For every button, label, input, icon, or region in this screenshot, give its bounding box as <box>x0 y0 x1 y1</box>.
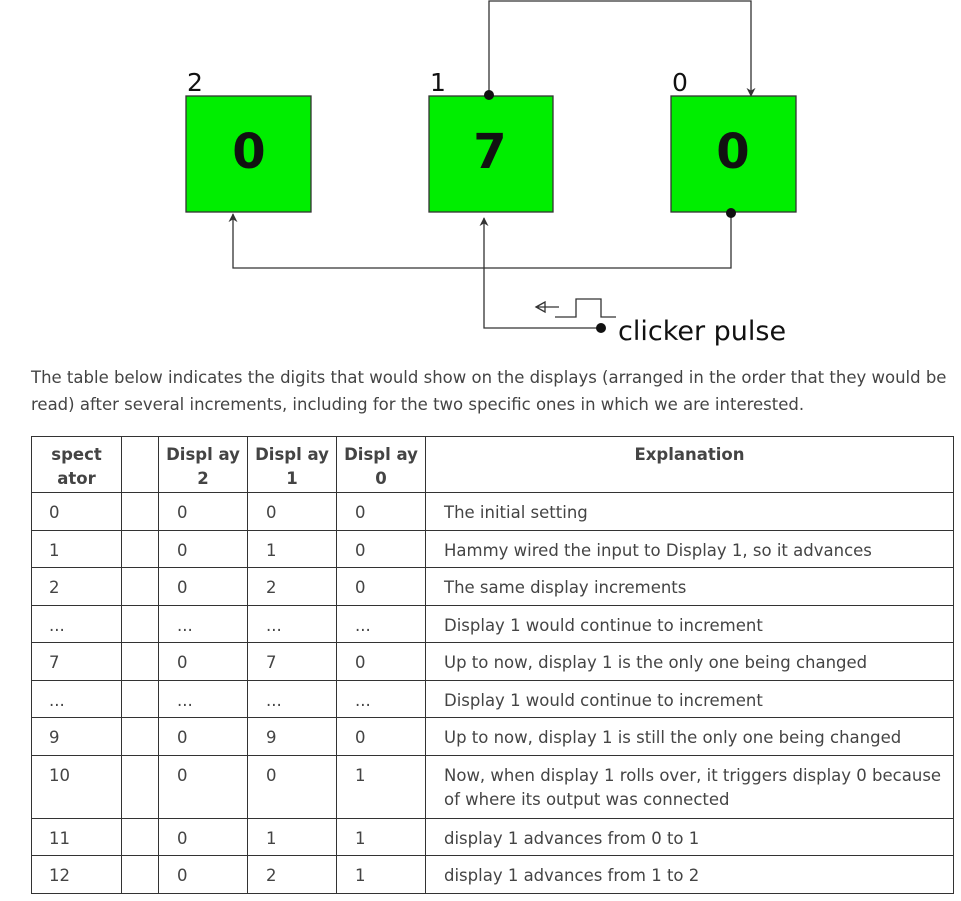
carry-dot <box>726 208 736 218</box>
cell-blank <box>121 604 159 643</box>
cell-display-1: 2 <box>247 567 337 606</box>
cell-display-2: ... <box>158 679 248 718</box>
cell-explanation: display 1 advances from 0 to 1 <box>425 817 954 856</box>
cell-spectator: 0 <box>31 492 122 531</box>
cell-display-0: 0 <box>336 529 426 568</box>
cell-display-2: 0 <box>158 817 248 856</box>
cell-display-0: 1 <box>336 754 426 819</box>
cell-spectator: 2 <box>31 567 122 606</box>
cell-display-1: 1 <box>247 817 337 856</box>
cell-spectator: 7 <box>31 642 122 681</box>
cell-display-0: ... <box>336 604 426 643</box>
header-display-2: Displ ay 2 <box>158 436 248 493</box>
cell-explanation: Display 1 would continue to increment <box>425 604 954 643</box>
cell-explanation: The initial setting <box>425 492 954 531</box>
cell-explanation: Now, when display 1 rolls over, it trigg… <box>425 754 954 819</box>
cell-display-0: 0 <box>336 567 426 606</box>
cell-blank <box>121 817 159 856</box>
cell-display-1: ... <box>247 604 337 643</box>
header-explanation: Explanation <box>425 436 954 493</box>
cell-explanation: Up to now, display 1 is still the only o… <box>425 717 954 756</box>
clicker-dot <box>596 323 606 333</box>
cell-display-2: 0 <box>158 529 248 568</box>
cell-blank <box>121 567 159 606</box>
cell-explanation: Hammy wired the input to Display 1, so i… <box>425 529 954 568</box>
cell-blank <box>121 492 159 531</box>
display-2-digit: 0 <box>232 124 265 180</box>
cell-display-1: 1 <box>247 529 337 568</box>
display-0-label: 0 <box>672 68 688 97</box>
cell-explanation: Up to now, display 1 is the only one bei… <box>425 642 954 681</box>
header-display-1: Displ ay 1 <box>247 436 337 493</box>
table-row: ............Display 1 would continue to … <box>31 679 954 718</box>
cell-spectator: ... <box>31 604 122 643</box>
cell-display-0: 1 <box>336 817 426 856</box>
cell-display-1: 0 <box>247 754 337 819</box>
cell-spectator: 11 <box>31 817 122 856</box>
cell-display-0: 0 <box>336 492 426 531</box>
cell-display-2: 0 <box>158 717 248 756</box>
cell-blank <box>121 679 159 718</box>
display-0-box <box>670 95 797 213</box>
cell-blank <box>121 754 159 819</box>
display-2-box <box>185 95 312 213</box>
pulse-arrow-icon <box>534 300 559 314</box>
cell-spectator: 10 <box>31 754 122 819</box>
table-row: ............Display 1 would continue to … <box>31 604 954 643</box>
cell-display-2: 0 <box>158 754 248 819</box>
table-header-row: spect ator Displ ay 2 Displ ay 1 Displ a… <box>31 436 954 493</box>
cell-display-0: 1 <box>336 855 426 894</box>
cell-blank <box>121 717 159 756</box>
cell-spectator: 1 <box>31 529 122 568</box>
header-display-0: Displ ay 0 <box>336 436 426 493</box>
carry-wire <box>228 213 732 269</box>
clicker-pulse-label: clicker pulse <box>618 316 786 347</box>
display-2-label: 2 <box>187 68 203 97</box>
feedback-wire <box>488 0 756 97</box>
cell-display-0: 0 <box>336 642 426 681</box>
intro-paragraph: The table below indicates the digits tha… <box>31 368 947 414</box>
display-1-box <box>428 95 554 213</box>
cell-spectator: 12 <box>31 855 122 894</box>
cell-display-1: ... <box>247 679 337 718</box>
increments-table: spect ator Displ ay 2 Displ ay 1 Displ a… <box>31 436 954 894</box>
cell-display-1: 9 <box>247 717 337 756</box>
cell-explanation: display 1 advances from 1 to 2 <box>425 855 954 894</box>
cell-spectator: 9 <box>31 717 122 756</box>
cell-blank <box>121 529 159 568</box>
cell-display-2: 0 <box>158 642 248 681</box>
cell-display-2: ... <box>158 604 248 643</box>
cell-display-1: 7 <box>247 642 337 681</box>
pulse-waveform-icon <box>555 298 616 318</box>
cell-display-2: 0 <box>158 492 248 531</box>
cell-blank <box>121 642 159 681</box>
cell-display-1: 2 <box>247 855 337 894</box>
cell-display-0: 0 <box>336 717 426 756</box>
header-spectator: spect ator <box>31 436 122 493</box>
cell-blank <box>121 855 159 894</box>
feedback-dot <box>484 90 494 100</box>
cell-display-0: ... <box>336 679 426 718</box>
display-1-label: 1 <box>430 68 446 97</box>
display-1-digit: 7 <box>473 124 506 180</box>
cell-explanation: Display 1 would continue to increment <box>425 679 954 718</box>
counter-diagram: 0 7 0 2 1 0 clicker pulse <box>185 0 797 347</box>
cell-display-1: 0 <box>247 492 337 531</box>
cell-spectator: ... <box>31 679 122 718</box>
header-blank <box>121 436 159 493</box>
cell-display-2: 0 <box>158 567 248 606</box>
clicker-wire <box>479 217 601 329</box>
display-0-digit: 0 <box>716 124 749 180</box>
cell-explanation: The same display increments <box>425 567 954 606</box>
cell-display-2: 0 <box>158 855 248 894</box>
